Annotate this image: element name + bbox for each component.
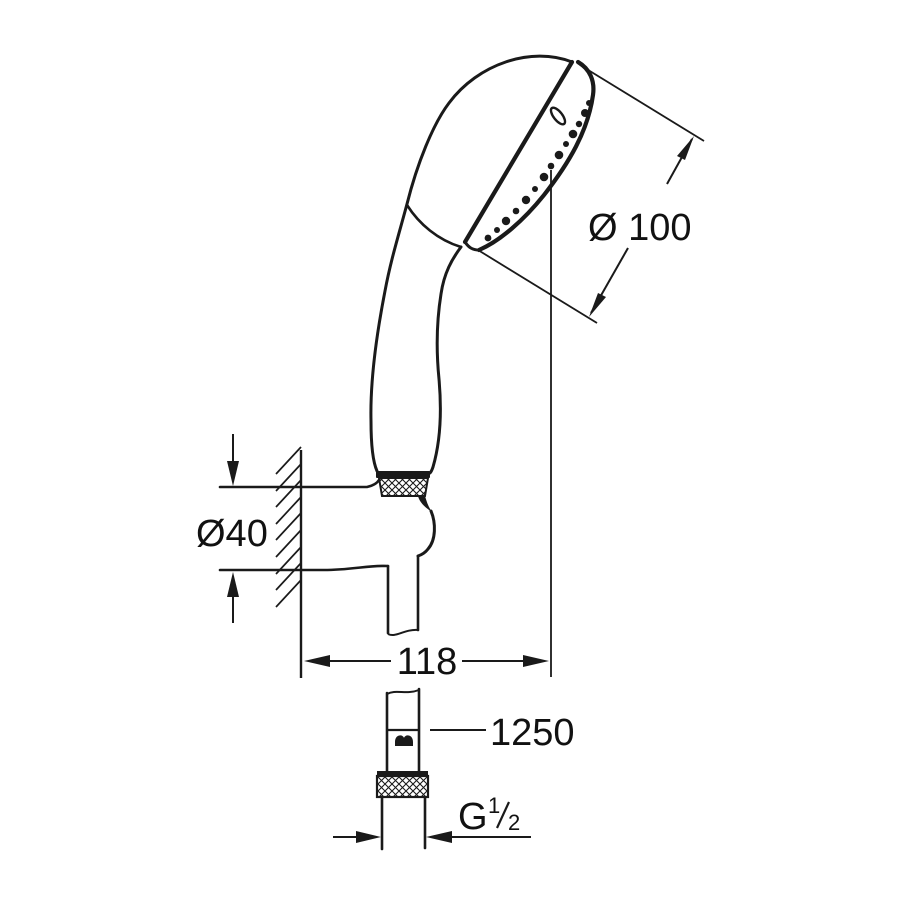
- label-hose-length: 1250: [490, 712, 575, 754]
- dimension-hose-length: 1250: [430, 712, 575, 754]
- spray-nozzle-dots: [484, 100, 592, 242]
- holder-right-outline: [416, 509, 436, 558]
- handle-head-collar-line: [405, 203, 463, 249]
- wall-holder: [218, 478, 436, 572]
- hose-nut-top-band: [377, 771, 428, 776]
- arrowhead-right: [523, 655, 549, 667]
- handle-knurled-band: [377, 477, 430, 497]
- holder-top-edge: [218, 478, 381, 489]
- label-holder-diameter: Ø40: [196, 513, 268, 555]
- thread-arrowhead-right-pointing: [356, 831, 381, 843]
- dimension-wall-to-axis: 118: [304, 170, 552, 683]
- ext-line-lower: [477, 249, 598, 324]
- label-head-diameter: Ø 100: [588, 207, 692, 249]
- spray-face-bottom-cap: [463, 240, 481, 252]
- label-thread-prefix: G: [458, 796, 488, 838]
- arrowhead-up-right: [677, 136, 694, 160]
- dimension-head-diameter: Ø 100: [477, 64, 705, 324]
- hose-upper-segment: [386, 554, 420, 636]
- label-thread-denominator: 2: [508, 810, 520, 835]
- spray-face-outer-edge: [476, 59, 596, 253]
- label-wall-to-axis: 118: [397, 641, 458, 683]
- connector-shadow-wedge: [418, 496, 432, 512]
- hose-knurled-nut: [375, 774, 430, 799]
- shower-head-back-and-handle-left-edge: [369, 54, 574, 473]
- arrowhead-left: [304, 655, 330, 667]
- arrowhead-down: [227, 461, 239, 486]
- hose-lower-segment: [375, 687, 430, 851]
- shower-head: [369, 54, 596, 475]
- dimension-holder-diameter: Ø40: [196, 434, 268, 623]
- arrowhead-down-left: [589, 293, 606, 317]
- ext-line-upper: [579, 64, 705, 142]
- holder-bottom-edge: [218, 564, 390, 572]
- thread-fraction-slash: [496, 801, 510, 829]
- label-thread-numerator: 1: [488, 793, 500, 818]
- hose-logo-mark: [395, 735, 413, 746]
- hose-upper-break-line: [387, 628, 419, 636]
- spray-face-inner-edge: [462, 59, 575, 245]
- dimension-thread-size: G 1 2: [333, 793, 531, 843]
- face-logo-oval: [549, 106, 567, 126]
- handle-right-edge: [428, 245, 463, 475]
- wall-hatching: [275, 446, 302, 608]
- handle-cone-connector: [376, 471, 432, 512]
- thread-arrowhead-left-pointing: [426, 831, 452, 843]
- handle-end-cap: [376, 471, 430, 478]
- hose-lower-break-line: [386, 689, 420, 695]
- wall-section: [275, 446, 303, 678]
- arrowhead-up: [227, 572, 239, 597]
